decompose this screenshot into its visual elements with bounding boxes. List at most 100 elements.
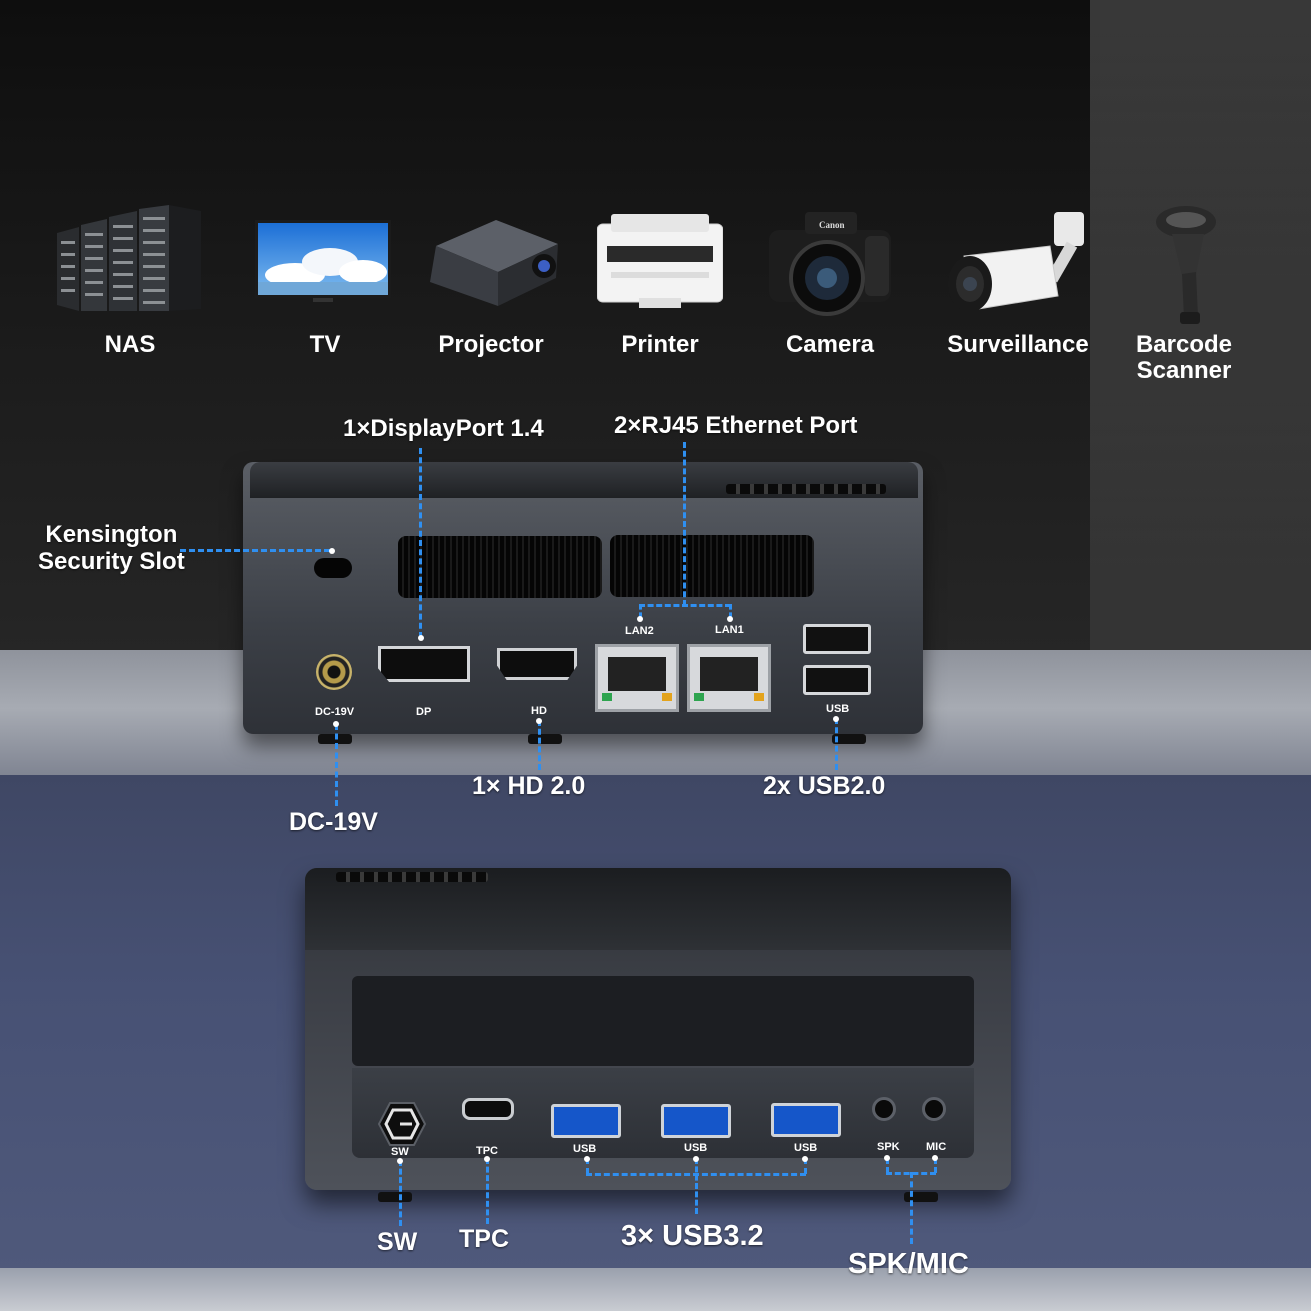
- dc-jack: [316, 654, 352, 690]
- displayport-port: [378, 646, 470, 682]
- port-label-lan2: LAN2: [625, 625, 654, 637]
- callout-line-dc: [335, 724, 338, 806]
- kensington-slot: [314, 558, 352, 578]
- front-glossy-panel: [352, 976, 974, 1066]
- callout-dot-usb3-1: [584, 1156, 590, 1162]
- port-label-mic: MIC: [926, 1141, 947, 1153]
- callout-line-usb3-3: [804, 1158, 807, 1174]
- port-label-usb-front-1: USB: [573, 1143, 597, 1155]
- callout-line-lan2: [639, 604, 642, 618]
- callout-kensington-line1: Kensington: [45, 521, 178, 548]
- port-label-spk: SPK: [877, 1141, 900, 1153]
- device-label-tv: TV: [309, 331, 341, 358]
- front-foot-right: [904, 1192, 938, 1202]
- callout-spkmic: SPK/MIC: [848, 1248, 969, 1280]
- callout-dot-dp: [418, 635, 424, 641]
- surveillance-camera-icon: [946, 212, 1092, 316]
- front-usb3-port-1: [551, 1104, 621, 1138]
- port-label-usb-front-3: USB: [794, 1142, 818, 1154]
- device-label-camera: Camera: [785, 331, 875, 358]
- device-label-printer: Printer: [621, 331, 699, 358]
- callout-line-sw: [399, 1160, 402, 1226]
- mic-jack: [922, 1097, 946, 1121]
- usb-c-port: [462, 1098, 514, 1120]
- port-label-dp: DP: [416, 706, 432, 718]
- callout-sw: SW: [377, 1228, 418, 1256]
- port-label-dc: DC-19V: [315, 706, 355, 718]
- callout-tpc: TPC: [459, 1225, 509, 1253]
- device-label-barcode-line1: Barcode: [1135, 331, 1233, 358]
- back-foot-right: [832, 734, 866, 744]
- callout-line-lan-bracket: [639, 604, 731, 607]
- printer-icon: [596, 214, 724, 310]
- front-usb3-port-2: [661, 1104, 731, 1138]
- back-foot-mid: [528, 734, 562, 744]
- callout-dot-spk: [884, 1155, 890, 1161]
- floor-surface: [0, 1268, 1311, 1311]
- callout-rj45: 2×RJ45 Ethernet Port: [614, 412, 858, 439]
- lan1-port: [687, 644, 771, 712]
- callout-line-kensington: [180, 549, 330, 552]
- callout-kensington-line2: Security Slot: [38, 548, 185, 575]
- rear-usb2-port-bottom: [803, 665, 871, 695]
- callout-dot-usb3-3: [802, 1156, 808, 1162]
- callout-line-lan1: [729, 604, 732, 618]
- front-usb3-port-3: [771, 1103, 841, 1137]
- callout-dot-usb3-2: [693, 1156, 699, 1162]
- hdmi-port: [497, 648, 577, 680]
- device-label-surveillance: Surveillance: [947, 331, 1089, 358]
- callout-usb32: 3× USB3.2: [621, 1220, 764, 1252]
- callout-usb2: 2x USB2.0: [763, 772, 886, 800]
- callout-dot-kensington: [329, 548, 335, 554]
- callout-line-spkmic: [910, 1172, 913, 1244]
- camera-brand: Canon: [819, 220, 845, 230]
- callout-line-usb3-1: [586, 1158, 589, 1174]
- lan2-port: [595, 644, 679, 712]
- callout-dot-dc: [333, 721, 339, 727]
- callout-line-tpc: [486, 1158, 489, 1224]
- device-label-projector: Projector: [438, 331, 544, 358]
- callout-displayport: 1×DisplayPort 1.4: [343, 415, 544, 442]
- callout-line-spk: [886, 1158, 889, 1173]
- nas-icon: [57, 205, 201, 313]
- callout-line-dp: [419, 448, 422, 638]
- speaker-jack: [872, 1097, 896, 1121]
- device-label-barcode-line2: Scanner: [1136, 357, 1232, 384]
- port-label-usb-front-2: USB: [684, 1142, 708, 1154]
- port-label-tpc: TPC: [476, 1145, 498, 1157]
- callout-line-usb2: [835, 718, 838, 770]
- callout-line-mic: [934, 1158, 937, 1173]
- front-top-vent: [336, 872, 488, 882]
- rear-vent-right: [610, 535, 814, 597]
- port-label-hd: HD: [531, 705, 547, 717]
- device-label-nas: NAS: [104, 331, 156, 358]
- callout-dot-mic: [932, 1155, 938, 1161]
- rear-usb2-port-top: [803, 624, 871, 654]
- callout-line-usb3: [695, 1158, 698, 1214]
- callout-line-rj45: [683, 442, 686, 606]
- callout-hd: 1× HD 2.0: [472, 772, 586, 800]
- front-foot-left: [378, 1192, 412, 1202]
- callout-dot-hd: [536, 718, 542, 724]
- callout-dot-lan1: [727, 616, 733, 622]
- callout-dc: DC-19V: [289, 808, 378, 836]
- port-label-lan1: LAN1: [715, 624, 744, 636]
- device-label-barcode-scanner: Barcode Scanner: [1124, 332, 1244, 384]
- rear-vent-left: [398, 536, 602, 598]
- camera-icon: Canon: [769, 206, 891, 318]
- projector-icon: [426, 218, 560, 308]
- port-label-usb-rear: USB: [826, 703, 850, 715]
- callout-dot-lan2: [637, 616, 643, 622]
- callout-line-hd: [538, 720, 541, 770]
- barcode-scanner-icon: [1152, 204, 1220, 328]
- callout-dot-sw: [397, 1158, 403, 1164]
- port-label-sw: SW: [391, 1146, 409, 1158]
- top-vent-grille: [726, 484, 886, 494]
- callout-dot-usb2: [833, 716, 839, 722]
- background-highlight: [1090, 0, 1311, 660]
- power-button[interactable]: [377, 1102, 427, 1146]
- callout-kensington: Kensington Security Slot: [38, 521, 185, 575]
- tv-icon: [255, 220, 391, 302]
- callout-dot-tpc: [484, 1156, 490, 1162]
